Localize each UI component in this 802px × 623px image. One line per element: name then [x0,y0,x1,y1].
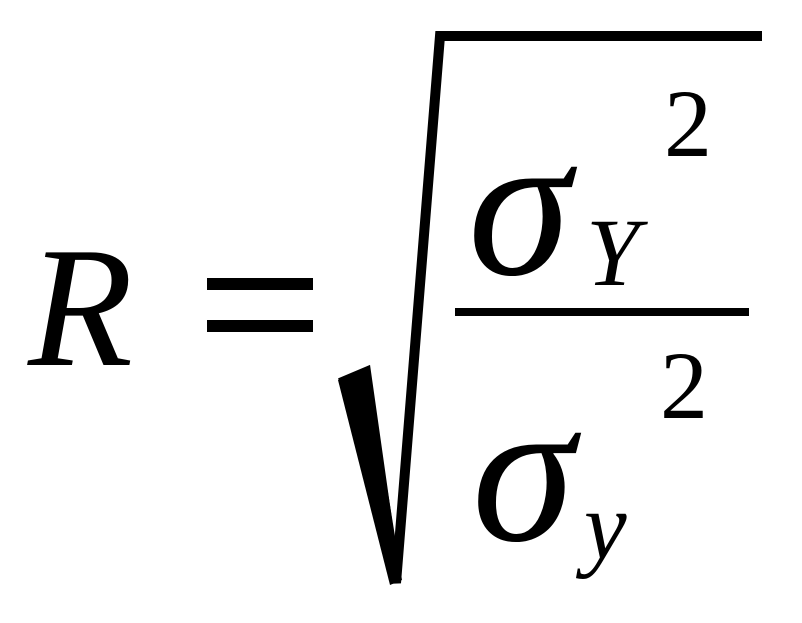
equals-sign-top-bar [207,278,313,290]
lhs-variable-r: R [28,213,134,403]
denominator-exponent: 2 [660,332,708,439]
numerator-subscript: Y [586,199,640,306]
numerator-sigma: σ [468,89,571,319]
denominator-sigma: σ [472,355,575,585]
equals-sign-bottom-bar [207,320,313,332]
fraction-bar [455,308,749,316]
denominator-subscript: y [584,472,627,579]
numerator-exponent: 2 [664,70,712,177]
radical-heavy-stroke [338,368,402,585]
